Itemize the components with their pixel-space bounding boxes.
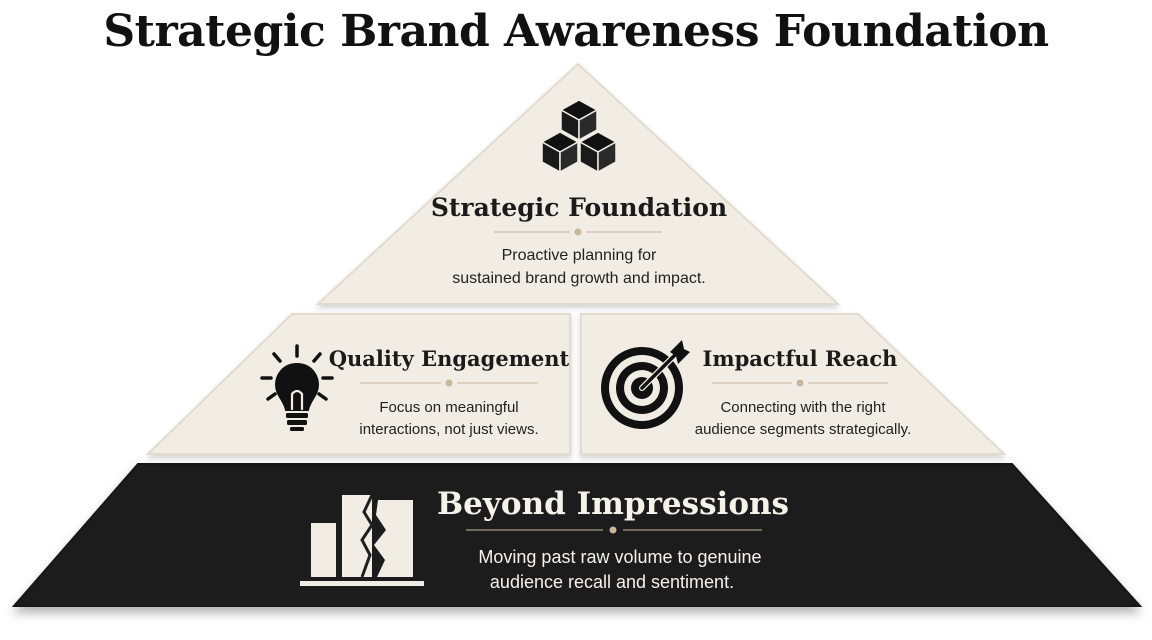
tier-middle-left-title: Quality Engagement [329,346,570,371]
tier-top-description-line2: sustained brand growth and impact. [452,270,705,287]
tier-top-shape [315,62,841,305]
tier-middle-right-description-line2: audience segments strategically. [695,421,912,438]
tier-middle-right-title: Impactful Reach [703,346,898,371]
lightbulb-icon [260,344,334,431]
tier-middle-right-divider [712,379,888,387]
tier-middle-left-divider [360,379,538,387]
tier-middle-right-shape [580,313,1007,455]
tier-top-divider [494,228,662,236]
tier-base-shape [11,463,1143,607]
tier-middle-left-shape [145,313,571,455]
tier-middle-left-description-line1: Focus on meaningful [379,399,518,416]
tier-base: Beyond Impressions Moving past raw volum… [11,463,1143,607]
tier-base-description-line1: Moving past raw volume to genuine [478,547,761,567]
tier-top-title: Strategic Foundation [431,193,727,222]
cubes-icon [541,99,617,173]
tier-top: Strategic Foundation Proactive planning … [315,62,841,305]
tier-middle-left-description-line2: interactions, not just views. [359,421,538,438]
tier-base-description-line2: audience recall and sentiment. [490,572,734,592]
tier-base-divider [466,526,762,534]
tier-base-title: Beyond Impressions [437,486,789,522]
broken-bar-chart-icon [300,494,424,586]
target-arrow-icon [601,340,690,429]
tier-middle-right: Impactful Reach Connecting with the righ… [580,313,1007,455]
page-title: Strategic Brand Awareness Foundation [103,6,1049,57]
tier-top-description-line1: Proactive planning for [502,247,657,264]
tier-middle-left: Quality Engagement Focus on meaningful i… [145,313,571,455]
tier-middle-right-description-line1: Connecting with the right [720,399,886,416]
